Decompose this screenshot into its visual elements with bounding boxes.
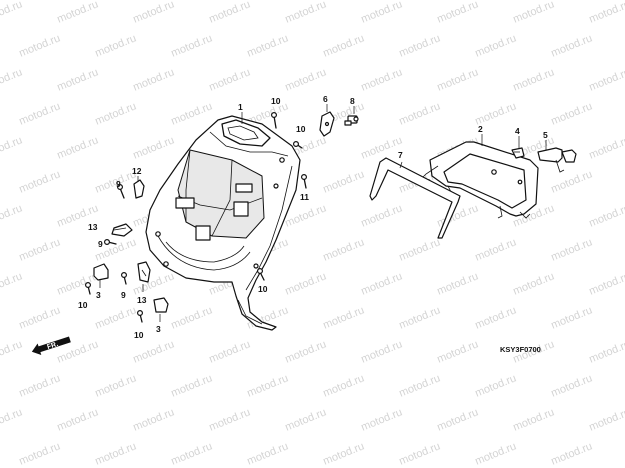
- callout-10-b: 10: [296, 124, 306, 134]
- callout-9-c: 9: [121, 290, 126, 300]
- callout-11: 11: [300, 192, 309, 202]
- callout-6: 6: [323, 94, 328, 104]
- callout-2: 2: [478, 124, 483, 134]
- callout-13-b: 13: [137, 295, 147, 305]
- bolt-part-8: [344, 115, 359, 126]
- direction-label: FR.: [46, 341, 59, 351]
- callout-1: 1: [238, 102, 243, 112]
- callout-7: 7: [398, 150, 403, 160]
- inner-cover-part-1: [145, 115, 301, 331]
- callout-5: 5: [543, 130, 548, 140]
- bar-part-7: [369, 157, 461, 239]
- leader-lines: [99, 104, 547, 322]
- lock-part-5: [537, 147, 577, 173]
- callout-10-d: 10: [78, 300, 88, 310]
- clip-part-13-lower: [137, 261, 151, 283]
- callout-3-lower: 3: [156, 324, 161, 334]
- callout-4: 4: [515, 126, 520, 136]
- frame-part-2: [421, 141, 539, 219]
- callout-10-c: 10: [258, 284, 268, 294]
- bracket-part-12: [133, 179, 145, 199]
- callout-9-b: 9: [98, 239, 103, 249]
- clip-part-6: [319, 111, 335, 137]
- callout-10-a: 10: [271, 96, 281, 106]
- clip-part-4: [511, 147, 525, 159]
- grommet-part-3-upper: [93, 263, 109, 281]
- screws: [84, 111, 308, 323]
- callout-9-a: 9: [116, 179, 121, 189]
- callout-10-e: 10: [134, 330, 144, 340]
- callout-8: 8: [350, 96, 355, 106]
- callout-13-a: 13: [88, 222, 98, 232]
- diagram-code: KSY3F0700: [500, 345, 541, 354]
- front-direction-arrow: FR.: [31, 336, 71, 355]
- callout-labels: 1 2 3 3 4 5 6 7 8 9 9 9 10 10 10 10 11 1…: [78, 94, 548, 340]
- grommet-part-3-lower: [153, 297, 169, 313]
- clip-part-13-upper: [111, 223, 133, 237]
- callout-12: 12: [132, 166, 142, 176]
- callout-3-upper: 3: [96, 290, 101, 300]
